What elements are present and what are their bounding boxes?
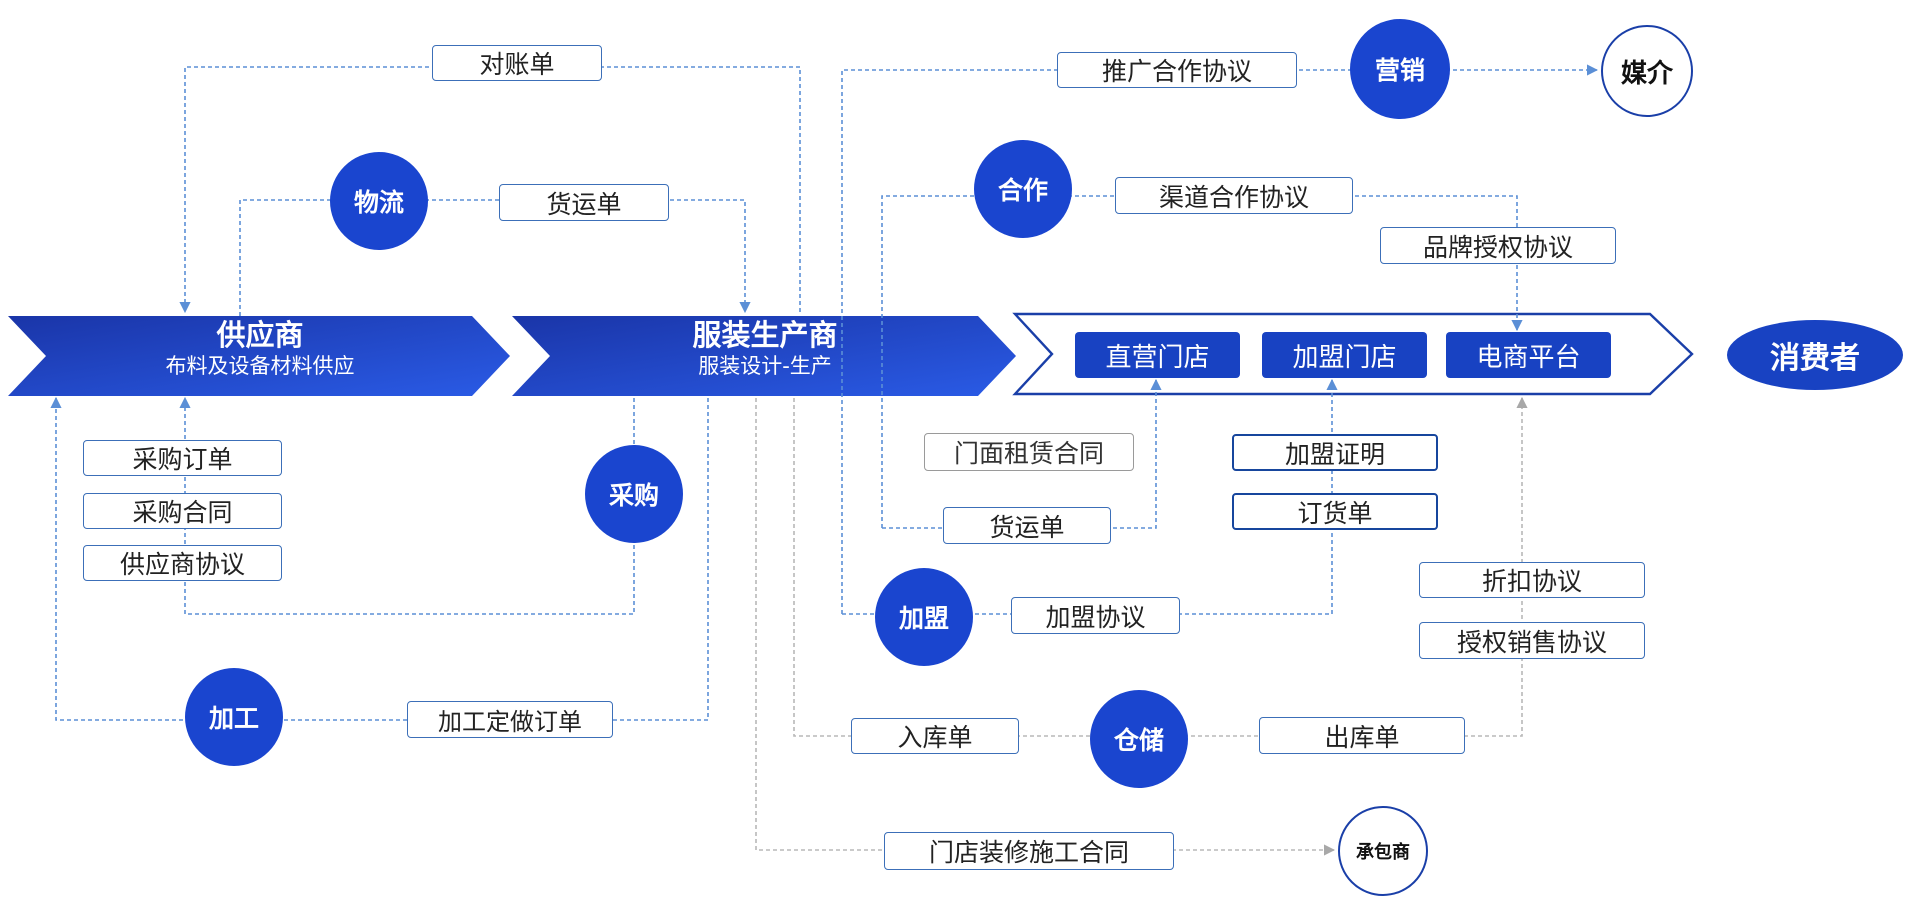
lease-contract-doc: 门面租赁合同 [924, 433, 1134, 471]
manufacturer-chevron [512, 316, 1016, 396]
freight-order-bottom-doc: 货运单 [943, 507, 1111, 544]
supplier-subtitle: 布料及设备材料供应 [165, 354, 355, 378]
manufacturer-node: 服装生产商 服装设计-生产 [535, 318, 995, 380]
authorized-sales-agreement-doc: 授权销售协议 [1419, 622, 1645, 659]
freight-order-top-doc: 货运单 [499, 184, 669, 221]
statement-doc: 对账单 [432, 45, 602, 81]
cooperation-node: 合作 [974, 140, 1072, 238]
channel-agreement-doc: 渠道合作协议 [1115, 177, 1353, 214]
channel-franchise-store: 加盟门店 [1262, 332, 1427, 378]
franchise-agreement-doc: 加盟协议 [1011, 597, 1180, 634]
media-node: 媒介 [1601, 25, 1693, 117]
manufacturer-subtitle: 服装设计-生产 [698, 354, 832, 378]
order-form-doc: 订货单 [1232, 493, 1438, 530]
discount-agreement-doc: 折扣协议 [1419, 562, 1645, 598]
purchase-order-doc: 采购订单 [83, 440, 282, 476]
channel-ecommerce: 电商平台 [1446, 332, 1611, 378]
consumer-node: 消费者 [1727, 320, 1903, 390]
renovation-contract-doc: 门店装修施工合同 [884, 832, 1174, 870]
contractor-node: 承包商 [1338, 806, 1428, 896]
manufacturer-title: 服装生产商 [692, 318, 838, 352]
marketing-node: 营销 [1350, 19, 1450, 119]
supplier-node: 供应商 布料及设备材料供应 [30, 318, 490, 380]
franchise-node: 加盟 [875, 568, 973, 666]
processing-order-doc: 加工定做订单 [407, 701, 613, 738]
inbound-order-doc: 入库单 [851, 718, 1019, 754]
supplier-agreement-doc: 供应商协议 [83, 545, 282, 581]
warehouse-node: 仓储 [1090, 690, 1188, 788]
brand-license-doc: 品牌授权协议 [1380, 227, 1616, 264]
promotion-agreement-doc: 推广合作协议 [1057, 52, 1297, 88]
procurement-node: 采购 [585, 445, 683, 543]
supplier-title: 供应商 [216, 318, 304, 352]
franchise-certificate-doc: 加盟证明 [1232, 434, 1438, 471]
supplier-chevron [8, 316, 510, 396]
logistics-node: 物流 [330, 152, 428, 250]
outbound-order-doc: 出库单 [1259, 717, 1465, 754]
purchase-contract-doc: 采购合同 [83, 493, 282, 529]
channel-direct-store: 直营门店 [1075, 332, 1240, 378]
processing-node: 加工 [185, 668, 283, 766]
